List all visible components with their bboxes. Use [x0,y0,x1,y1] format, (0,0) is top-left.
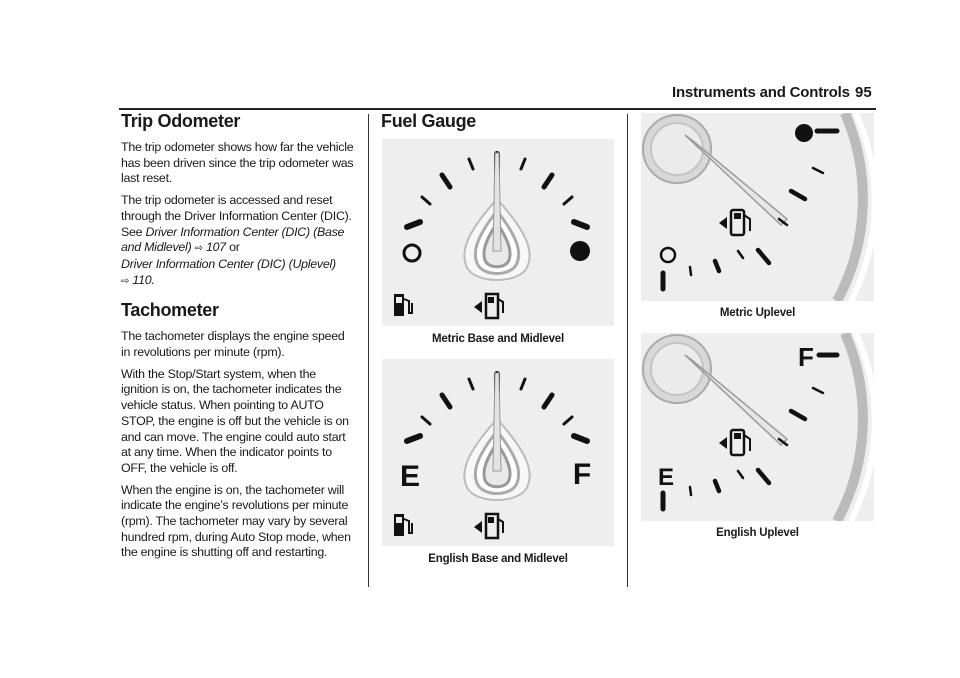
tachometer-heading: Tachometer [121,300,219,321]
header-rule [119,108,876,110]
column-divider [368,114,369,587]
dic-base-link[interactable]: Driver Information Center (DIC) (Base an… [121,224,345,255]
fuel-door-arrow-icon [474,512,504,540]
fuel-pump-icon [394,294,413,316]
dic-uplevel-page-ref[interactable]: 110. [132,272,155,287]
full-circle-icon [570,241,590,261]
tachometer-para-2: With the Stop/Start system, when the ign… [121,366,349,475]
section-title: Instruments and Controls [672,84,850,101]
figure-caption: English Base and Midlevel [428,553,568,565]
dic-uplevel-link[interactable]: Driver Information Center (DIC) (Uplevel… [121,256,336,271]
fuel-door-arrow-icon [719,428,751,457]
tachometer-para-1: The tachometer displays the engine speed… [121,329,345,360]
trip-odometer-heading: Trip Odometer [121,111,241,131]
trip-odometer-para-2: The trip odometer is accessed and reset … [121,193,354,289]
empty-label: E [400,460,420,493]
fuel-door-arrow-icon [719,208,751,237]
figure-caption: Metric Base and Midlevel [432,333,564,345]
fuel-gauge-heading: Fuel Gauge [381,111,477,131]
trip-odometer-para-1: The trip odometer shows how far the vehi… [121,140,354,186]
metric-uplevel-gauge-figure [641,113,874,301]
metric-base-gauge-illustration [394,151,590,320]
cross-ref-icon: ⇨ [121,275,130,287]
metric-base-gauge-figure [382,139,614,326]
tachometer-para-3: When the engine is on, the tachometer wi… [121,482,351,560]
fuel-pump-icon [394,514,413,536]
page-number: 95 [855,84,872,101]
left-column: Trip Odometer The trip odometer shows ho… [121,110,354,567]
dic-base-page-ref[interactable]: 107 [206,240,226,255]
english-uplevel-gauge-figure: F E [641,333,874,521]
full-circle-icon [795,124,813,142]
metric-uplevel-gauge-illustration [642,113,874,301]
full-label: F [573,458,591,491]
full-label: F [798,342,814,372]
trip-odometer-para-2-text: The trip odometer is accessed and reset … [121,193,352,239]
figure-caption: English Uplevel [716,527,799,539]
or-text: or [225,240,240,255]
empty-label: E [658,464,674,491]
english-base-gauge-figure: E F [382,359,614,546]
figure-caption: Metric Uplevel [719,307,796,319]
column-divider [627,114,628,587]
empty-circle-icon [659,246,677,264]
empty-circle-icon [402,243,422,263]
english-uplevel-gauge-illustration: F E [642,333,874,521]
cross-ref-icon: ⇨ [194,243,203,255]
fuel-door-arrow-icon [474,292,504,320]
english-base-gauge-illustration: E F [394,371,591,540]
